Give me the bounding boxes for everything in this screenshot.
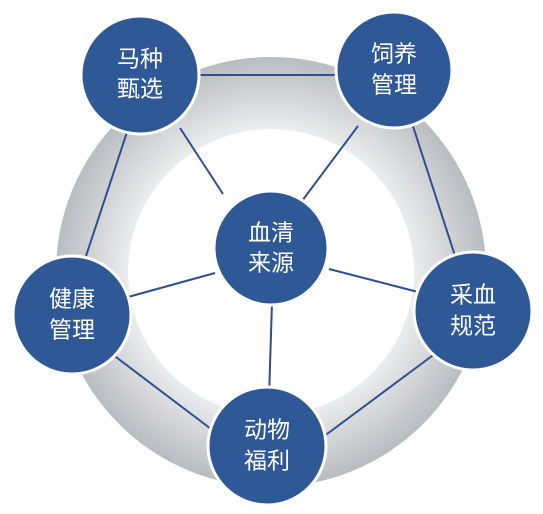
node-label-line2: 管理 xyxy=(49,318,95,344)
spoke-blood xyxy=(328,268,419,293)
node-label-line1: 采血 xyxy=(450,283,496,309)
node-animal-welfare: 动物 福利 xyxy=(206,385,328,507)
edge-blood-welfare xyxy=(322,349,441,438)
spoke-welfare xyxy=(268,301,273,399)
center-label-line1: 血清 xyxy=(248,221,294,247)
node-label-line2: 规范 xyxy=(450,314,496,340)
node-label-line1: 健康 xyxy=(49,287,95,313)
node-health-management: 健康 管理 xyxy=(11,254,133,376)
edge-health-breeding xyxy=(85,116,133,257)
node-feeding-management: 饲养 管理 xyxy=(334,10,454,130)
node-label-line1: 马种 xyxy=(117,47,163,73)
edge-feeding-blood xyxy=(409,116,458,263)
edge-welfare-health xyxy=(99,344,220,436)
center-label-line2: 来源 xyxy=(248,251,294,277)
node-breeding-selection: 马种 甄选 xyxy=(79,14,201,136)
spoke-feeding xyxy=(301,125,359,202)
node-label-line2: 管理 xyxy=(371,73,417,99)
node-label-line1: 饲养 xyxy=(371,42,417,68)
spoke-health xyxy=(127,272,216,298)
spoke-breeding xyxy=(179,127,224,195)
center-node: 血清 来源 xyxy=(212,189,330,307)
node-blood-collection-standard: 采血 规范 xyxy=(412,250,534,372)
node-label-line2: 福利 xyxy=(244,449,290,475)
node-label-line2: 甄选 xyxy=(117,77,163,103)
node-label-line1: 动物 xyxy=(244,418,290,444)
